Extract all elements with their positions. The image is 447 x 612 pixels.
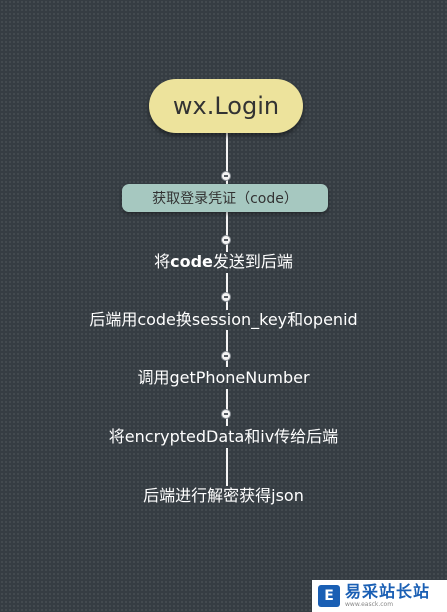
collapse-dot-sub[interactable] — [221, 235, 231, 245]
connector-sub-step1 — [226, 212, 228, 252]
logo-icon: E — [318, 585, 340, 607]
step-decrypt-json[interactable]: 后端进行解密获得json — [0, 486, 447, 506]
step-get-phone-number-label: 调用getPhoneNumber — [137, 368, 310, 387]
step-send-code-prefix: 将 — [154, 252, 171, 271]
step-get-phone-number[interactable]: 调用getPhoneNumber — [0, 368, 447, 388]
step-send-code-suffix: 发送到后端 — [212, 252, 293, 271]
sub-node-get-code[interactable]: 获取登录凭证（code） — [122, 184, 328, 212]
step-send-code-bold: code — [170, 252, 213, 271]
connector-step4-step5 — [226, 448, 228, 486]
connector-step1-step2 — [226, 273, 228, 310]
connector-step3-step4 — [226, 389, 228, 426]
connector-step2-step3 — [226, 330, 228, 367]
step-exchange-session-label: 后端用code换session_key和openid — [89, 310, 358, 329]
step-send-encrypted-label: 将encryptedData和iv传给后端 — [108, 427, 339, 446]
step-decrypt-json-label: 后端进行解密获得json — [143, 486, 304, 505]
watermark-logo: E 易采站长站 www.easck.com — [312, 580, 447, 612]
logo-url: www.easck.com — [345, 601, 394, 608]
step-exchange-session[interactable]: 后端用code换session_key和openid — [0, 310, 447, 330]
step-send-encrypted[interactable]: 将encryptedData和iv传给后端 — [0, 427, 447, 447]
logo-name: 易采站长站 — [345, 582, 431, 601]
step-send-code[interactable]: 将code发送到后端 — [0, 252, 447, 272]
root-node-label: wx.Login — [172, 92, 280, 120]
collapse-dot-step2[interactable] — [221, 351, 231, 361]
sub-node-label: 获取登录凭证（code） — [152, 191, 298, 207]
collapse-dot-root[interactable] — [221, 171, 231, 181]
collapse-dot-step3[interactable] — [221, 409, 231, 419]
connector-root-sub — [226, 133, 228, 184]
root-node[interactable]: wx.Login — [149, 79, 303, 133]
collapse-dot-step1[interactable] — [221, 292, 231, 302]
